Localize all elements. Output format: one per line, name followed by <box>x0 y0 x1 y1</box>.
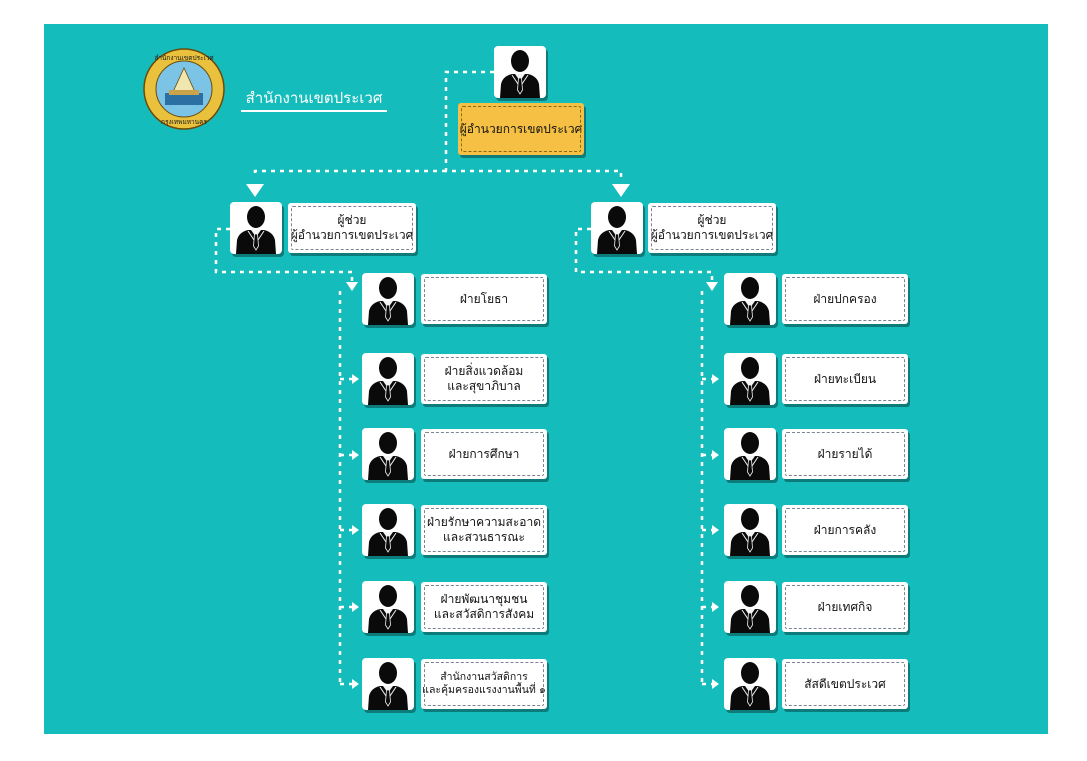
person-silhouette-icon <box>500 50 540 98</box>
right-unit-3-line1: ฝ่ายรายได้ <box>817 446 873 461</box>
right-unit-6-line1: สัสดีเขตประเวศ <box>804 676 886 691</box>
assistant-right-line2: ผู้อำนวยการเขตประเวศ <box>650 228 774 242</box>
org-name-title: สำนักงานเขตประเวศ <box>241 88 387 112</box>
left-unit-4-person-icon <box>362 504 414 556</box>
right-unit-5-box[interactable]: ฝ่ายเทศกิจ <box>782 582 908 632</box>
left-unit-5-line2: และสวัสดิการสังคม <box>433 607 535 621</box>
left-unit-1-line1: ฝ่ายโยธา <box>459 291 509 306</box>
left-unit-4-line1: ฝ่ายรักษาความสะอาด <box>426 515 542 529</box>
right-unit-1-line1: ฝ่ายปกครอง <box>813 291 877 306</box>
left-unit-3-person-icon <box>362 428 414 480</box>
left-unit-5-line1: ฝ่ายพัฒนาชุมชน <box>440 592 528 606</box>
right-unit-4-box[interactable]: ฝ่ายการคลัง <box>782 505 908 555</box>
assistant-right-box[interactable]: ผู้ช่วย ผู้อำนวยการเขตประเวศ <box>648 203 776 253</box>
left-unit-2-person-icon <box>362 353 414 405</box>
right-unit-6-person-icon <box>724 658 776 710</box>
left-unit-1-box[interactable]: ฝ่ายโยธา <box>421 274 547 324</box>
left-unit-3-line1: ฝ่ายการศึกษา <box>448 446 520 461</box>
person-silhouette-icon <box>730 277 770 325</box>
person-silhouette-icon <box>368 432 408 480</box>
person-silhouette-icon <box>730 508 770 556</box>
person-silhouette-icon <box>730 585 770 633</box>
person-silhouette-icon <box>368 662 408 710</box>
right-unit-3-person-icon <box>724 428 776 480</box>
right-unit-5-person-icon <box>724 581 776 633</box>
right-unit-2-box[interactable]: ฝ่ายทะเบียน <box>782 354 908 404</box>
left-unit-6-line2: และคุ้มครองแรงงานพื้นที่ ๑ <box>422 684 546 696</box>
assistant-left-person-icon <box>230 202 282 254</box>
right-unit-4-person-icon <box>724 504 776 556</box>
person-silhouette-icon <box>730 357 770 405</box>
director-title: ผู้อำนวยการเขตประเวศ <box>459 121 583 136</box>
left-unit-2-line1: ฝ่ายสิ่งแวดล้อม <box>444 364 524 378</box>
director-person-icon <box>494 46 546 98</box>
left-unit-4-line2: และสวนธารณะ <box>443 530 525 544</box>
district-seal-logo: สำนักงานเขตประเวศ กรุงเทพมหานคร <box>143 48 225 130</box>
right-unit-6-box[interactable]: สัสดีเขตประเวศ <box>782 659 908 709</box>
assistant-left-box[interactable]: ผู้ช่วย ผู้อำนวยการเขตประเวศ <box>288 203 416 253</box>
left-unit-5-box[interactable]: ฝ่ายพัฒนาชุมชน และสวัสดิการสังคม <box>421 582 547 632</box>
assistant-right-person-icon <box>591 202 643 254</box>
right-unit-2-line1: ฝ่ายทะเบียน <box>813 371 877 386</box>
assistant-right-line1: ผู้ช่วย <box>697 213 727 227</box>
right-unit-3-box[interactable]: ฝ่ายรายได้ <box>782 429 908 479</box>
logo-text-bottom: กรุงเทพมหานคร <box>161 118 207 126</box>
left-unit-3-box[interactable]: ฝ่ายการศึกษา <box>421 429 547 479</box>
director-box[interactable]: ผู้อำนวยการเขตประเวศ <box>458 103 584 155</box>
person-silhouette-icon <box>597 206 637 254</box>
right-unit-4-line1: ฝ่ายการคลัง <box>813 522 877 537</box>
person-silhouette-icon <box>368 277 408 325</box>
assistant-left-line1: ผู้ช่วย <box>337 213 367 227</box>
right-unit-5-line1: ฝ่ายเทศกิจ <box>817 599 873 614</box>
left-unit-6-person-icon <box>362 658 414 710</box>
person-silhouette-icon <box>368 585 408 633</box>
person-silhouette-icon <box>730 432 770 480</box>
person-silhouette-icon <box>368 508 408 556</box>
left-unit-2-box[interactable]: ฝ่ายสิ่งแวดล้อม และสุขาภิบาล <box>421 354 547 404</box>
right-unit-1-box[interactable]: ฝ่ายปกครอง <box>782 274 908 324</box>
person-silhouette-icon <box>236 206 276 254</box>
right-unit-1-person-icon <box>724 273 776 325</box>
logo-text-top: สำนักงานเขตประเวศ <box>154 54 214 62</box>
left-unit-5-person-icon <box>362 581 414 633</box>
person-silhouette-icon <box>730 662 770 710</box>
left-unit-6-box[interactable]: สำนักงานสวัสดิการ และคุ้มครองแรงงานพื้นท… <box>421 659 547 709</box>
assistant-left-line2: ผู้อำนวยการเขตประเวศ <box>290 228 414 242</box>
left-unit-4-box[interactable]: ฝ่ายรักษาความสะอาด และสวนธารณะ <box>421 505 547 555</box>
left-unit-6-line1: สำนักงานสวัสดิการ <box>440 671 528 683</box>
right-unit-2-person-icon <box>724 353 776 405</box>
person-silhouette-icon <box>368 357 408 405</box>
left-unit-1-person-icon <box>362 273 414 325</box>
left-unit-2-line2: และสุขาภิบาล <box>447 379 521 393</box>
